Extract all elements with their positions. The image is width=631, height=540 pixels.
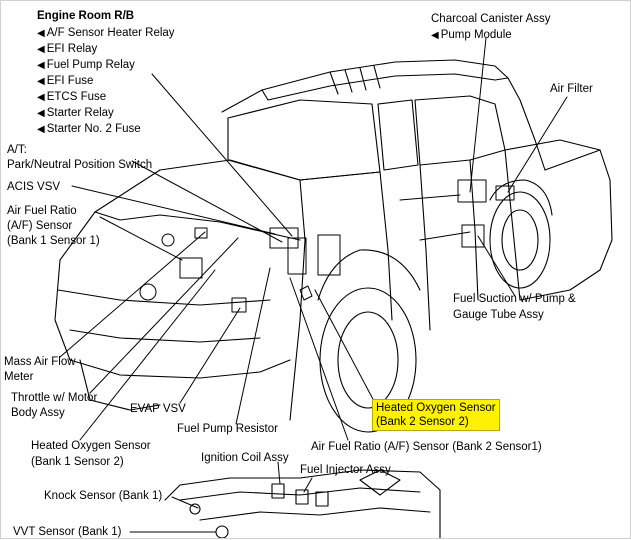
triangle-left-icon: ◀ bbox=[37, 76, 45, 87]
label-knock-sensor: Knock Sensor (Bank 1) bbox=[44, 490, 163, 502]
label-af-sensor-b2s1: Air Fuel Ratio (A/F) Sensor (Bank 2 Sens… bbox=[311, 441, 542, 453]
label-at: A/T: bbox=[7, 144, 27, 156]
label-ignition-coil: Ignition Coil Assy bbox=[201, 452, 289, 464]
label-fuel-suction-line1: Fuel Suction w/ Pump & bbox=[453, 293, 576, 305]
engine-room-item: ◀ETCS Fuse bbox=[37, 90, 106, 105]
pump-module-label: Pump Module bbox=[440, 29, 512, 41]
label-evap-vsv: EVAP VSV bbox=[130, 403, 186, 415]
engine-room-item-label: A/F Sensor Heater Relay bbox=[46, 27, 175, 39]
engine-room-item: ◀A/F Sensor Heater Relay bbox=[37, 26, 175, 41]
label-charcoal-canister-line1: Charcoal Canister Assy bbox=[431, 13, 551, 25]
engine-components bbox=[139, 179, 515, 313]
label-park-neutral-switch: Park/Neutral Position Switch bbox=[7, 159, 153, 171]
label-maf-line2: Meter bbox=[4, 371, 34, 383]
label-ho2-b2s2-line1: Heated Oxygen Sensor bbox=[376, 402, 496, 414]
triangle-left-icon: ◀ bbox=[37, 60, 45, 71]
engine-room-item-label: EFI Relay bbox=[46, 43, 98, 55]
engine-room-title: Engine Room R/B bbox=[37, 10, 135, 22]
label-fuel-injector: Fuel Injector Assy bbox=[300, 464, 391, 476]
triangle-left-icon: ◀ bbox=[37, 124, 45, 135]
label-throttle-line1: Throttle w/ Motor bbox=[11, 392, 98, 404]
truck-hood bbox=[54, 159, 381, 421]
label-throttle-line2: Body Assy bbox=[11, 407, 65, 419]
label-ho2-b2s2-line2: (Bank 2 Sensor 2) bbox=[376, 416, 469, 428]
triangle-left-icon: ◀ bbox=[37, 28, 45, 39]
triangle-left-icon: ◀ bbox=[37, 108, 45, 119]
engine-room-item: ◀Starter Relay bbox=[37, 106, 114, 121]
truck-bed bbox=[504, 139, 613, 301]
label-af-sensor-b1s1-line2: (A/F) Sensor bbox=[7, 220, 73, 232]
engine-room-item-label: Starter Relay bbox=[46, 107, 114, 119]
label-fuel-suction-line2: Gauge Tube Assy bbox=[453, 309, 544, 321]
leader-lines bbox=[59, 37, 568, 533]
engine-room-item: ◀EFI Relay bbox=[37, 42, 97, 57]
triangle-left-icon: ◀ bbox=[37, 92, 45, 103]
label-maf-line1: Mass Air Flow bbox=[4, 356, 76, 368]
engine-room-item-label: EFI Fuse bbox=[46, 75, 94, 87]
highlighted-callout-ho2-b2s2: Heated Oxygen Sensor (Bank 2 Sensor 2) bbox=[372, 399, 500, 431]
engine-room-item: ◀Fuel Pump Relay bbox=[37, 58, 135, 73]
label-charcoal-canister-line2: ◀Pump Module bbox=[431, 28, 512, 43]
truck-wheels bbox=[317, 179, 553, 433]
engine-room-item-label: Fuel Pump Relay bbox=[46, 59, 135, 71]
label-af-sensor-b1s1-line3: (Bank 1 Sensor 1) bbox=[7, 235, 100, 247]
engine-room-item: ◀Starter No. 2 Fuse bbox=[37, 122, 141, 137]
label-vvt-sensor: VVT Sensor (Bank 1) bbox=[13, 526, 122, 538]
engine-room-item-label: ETCS Fuse bbox=[46, 91, 107, 103]
engine-room-item-label: Starter No. 2 Fuse bbox=[46, 123, 141, 135]
engine-bottom-view bbox=[164, 469, 441, 539]
label-ho2-b1s2-line1: Heated Oxygen Sensor bbox=[31, 440, 151, 452]
triangle-left-icon: ◀ bbox=[431, 30, 439, 41]
triangle-left-icon: ◀ bbox=[37, 44, 45, 55]
engine-room-item: ◀EFI Fuse bbox=[37, 74, 93, 89]
label-ho2-b1s2-line2: (Bank 1 Sensor 2) bbox=[31, 456, 124, 468]
label-fuel-pump-resistor: Fuel Pump Resistor bbox=[177, 423, 278, 435]
label-af-sensor-b1s1-line1: Air Fuel Ratio bbox=[7, 205, 77, 217]
label-air-filter: Air Filter bbox=[550, 83, 593, 95]
label-acis-vsv: ACIS VSV bbox=[7, 181, 61, 193]
